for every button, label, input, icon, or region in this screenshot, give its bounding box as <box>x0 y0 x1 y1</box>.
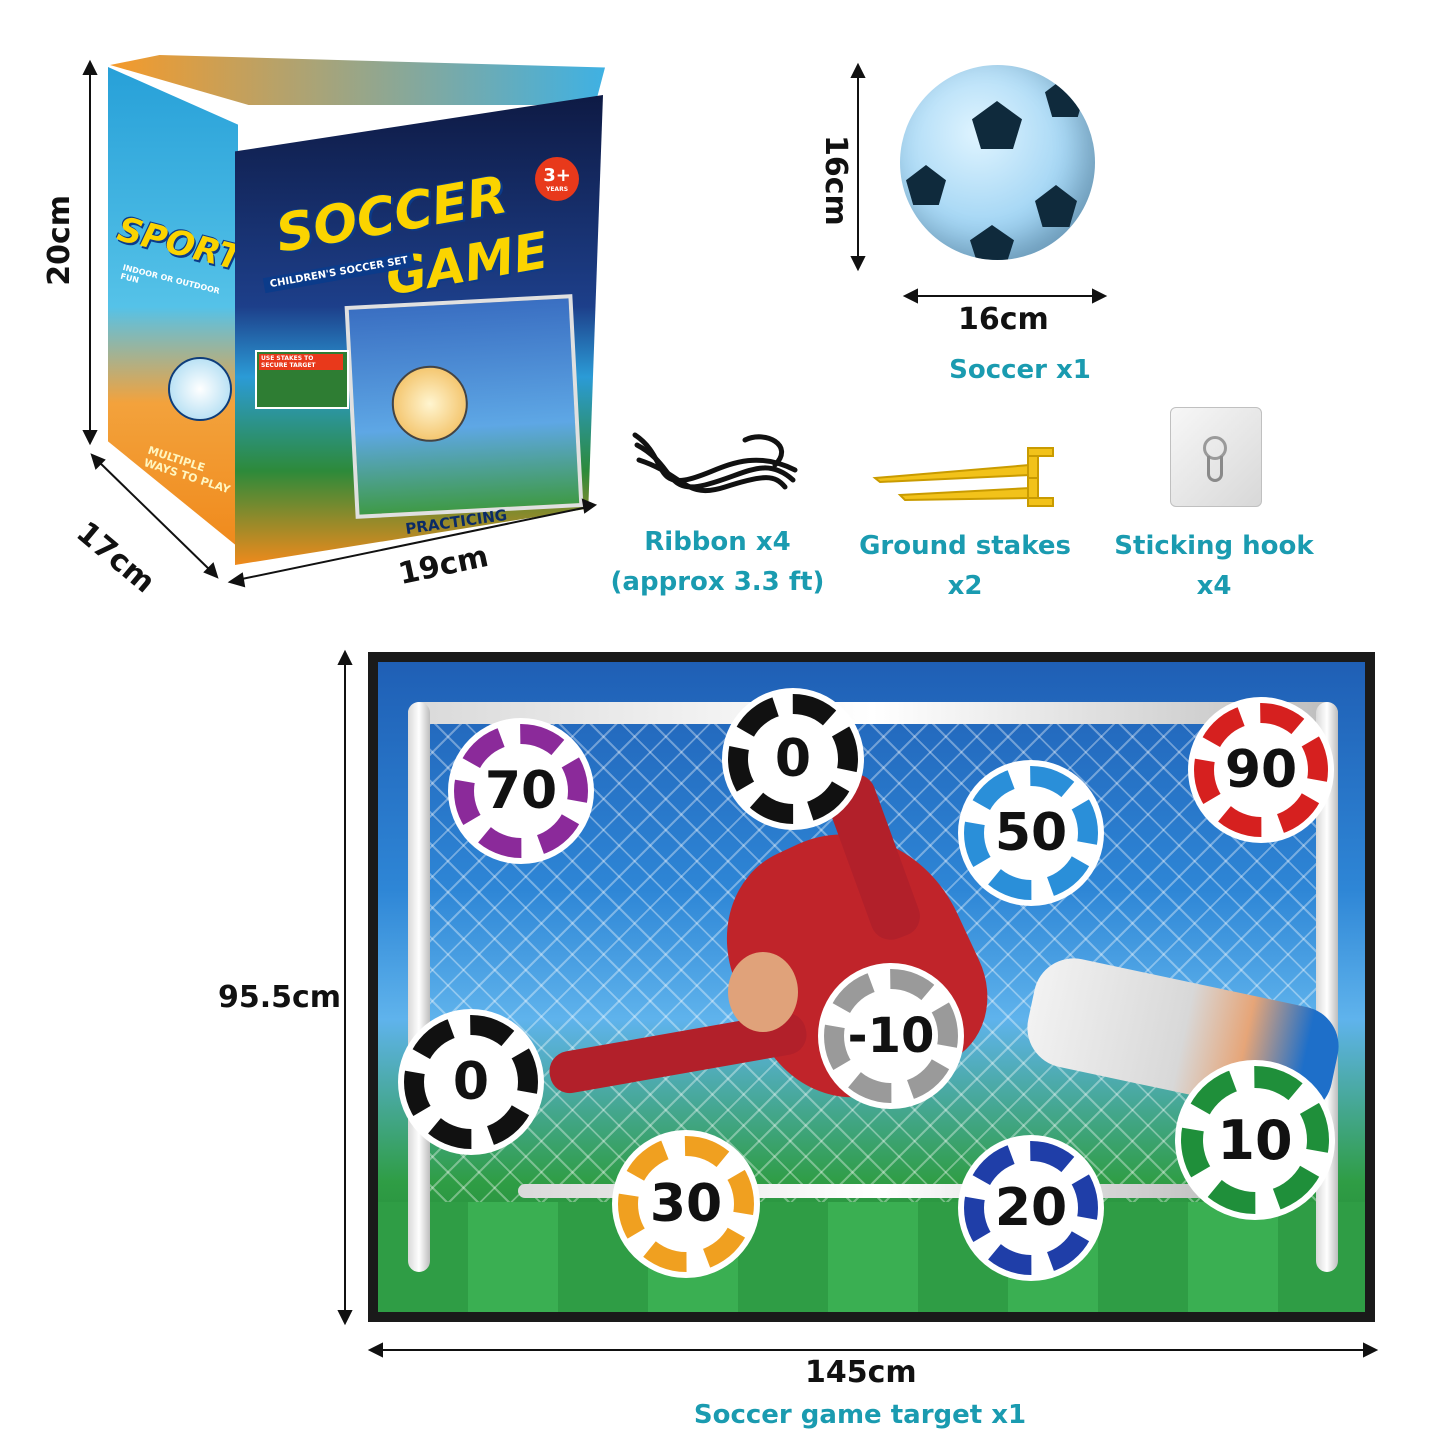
target-circle-0-top: 0 <box>722 688 864 830</box>
ribbon-caption: Ribbon x4 (approx 3.3 ft) <box>600 522 835 602</box>
target-height-label: 95.5cm <box>218 980 342 1015</box>
target-caption: Soccer game target x1 <box>693 1400 1027 1430</box>
target-width-label: 145cm <box>805 1355 917 1390</box>
box-height-label: 20cm <box>42 195 77 286</box>
target-dimension-lines <box>337 649 1379 1358</box>
ball-width-label: 16cm <box>958 302 1049 337</box>
hook-caption: Sticking hook x4 <box>1100 526 1328 606</box>
ball-panel-icon <box>906 165 946 205</box>
ribbon-caption-line1: Ribbon x4 <box>644 527 791 557</box>
target-value: 70 <box>484 761 558 821</box>
ribbon-caption-line2: (approx 3.3 ft) <box>610 567 825 597</box>
ball-panel-icon <box>972 101 1022 149</box>
hook-caption-line2: x4 <box>1196 571 1232 601</box>
goalkeeper-head <box>728 952 798 1032</box>
box-stakes-note: USE STAKES TO SECURE TARGET <box>259 354 343 370</box>
ribbon-icon <box>632 432 798 494</box>
target-inner <box>434 1045 508 1119</box>
box-front-face: SOCCER GAME CHILDREN'S SOCCER SET 3+ YEA… <box>235 95 603 565</box>
target-value: 30 <box>649 1174 723 1234</box>
pitch <box>378 1202 1365 1312</box>
target-inner <box>994 796 1068 870</box>
box-age-value: 3+ <box>543 165 571 186</box>
target-inner <box>854 999 928 1073</box>
ground-stakes-icon <box>872 447 1054 507</box>
target-value: 0 <box>774 729 812 789</box>
target-circle-30: 30 <box>612 1130 760 1278</box>
target-inner <box>484 754 558 828</box>
target-value: 0 <box>452 1052 490 1112</box>
target-value: -10 <box>847 1008 935 1064</box>
target-inner <box>1224 733 1298 807</box>
stakes-caption-line2: x2 <box>947 571 983 601</box>
stakes-caption-line1: Ground stakes <box>859 531 1071 561</box>
sticking-hook-icon <box>1170 407 1262 507</box>
ball-caption: Soccer x1 <box>949 355 1091 385</box>
ball-panel-icon <box>1035 185 1077 227</box>
hook-curve <box>1207 456 1223 482</box>
ball-panel-icon <box>970 225 1014 260</box>
target-circle-10: 10 <box>1175 1060 1335 1220</box>
target-inner <box>758 724 828 794</box>
target-circle-50: 50 <box>958 760 1104 906</box>
target-circle-minus-10: -10 <box>818 963 964 1109</box>
box-stakes-note-panel: USE STAKES TO SECURE TARGET <box>255 350 349 409</box>
target-value: 50 <box>994 803 1068 863</box>
target-circle-0-left: 0 <box>398 1009 544 1155</box>
target-value: 10 <box>1217 1108 1293 1172</box>
target-inner <box>1215 1100 1295 1180</box>
target-inner <box>648 1166 724 1242</box>
soccer-ball <box>900 65 1095 260</box>
target-inner <box>994 1171 1068 1245</box>
ball-dimension-lines <box>850 62 1108 304</box>
target-value: 20 <box>994 1178 1068 1238</box>
ball-height-label: 16cm <box>818 135 853 226</box>
box-age-badge: 3+ YEARS <box>535 157 579 201</box>
hook-caption-line1: Sticking hook <box>1114 531 1314 561</box>
target-circle-90: 90 <box>1188 697 1334 843</box>
target-circle-70: 70 <box>448 718 594 864</box>
box-product: SPORTS INDOOR OR OUTDOOR FUN MULTIPLE WA… <box>100 55 610 575</box>
box-dimension-lines <box>82 59 598 588</box>
stakes-caption: Ground stakes x2 <box>850 526 1080 606</box>
target-circle-20: 20 <box>958 1135 1104 1281</box>
goal-crossbar <box>408 702 1338 724</box>
box-age-sub: YEARS <box>545 186 569 193</box>
goal-left-post <box>408 702 430 1272</box>
target-value: 90 <box>1224 740 1298 800</box>
box-side-ball-icon <box>168 357 232 421</box>
